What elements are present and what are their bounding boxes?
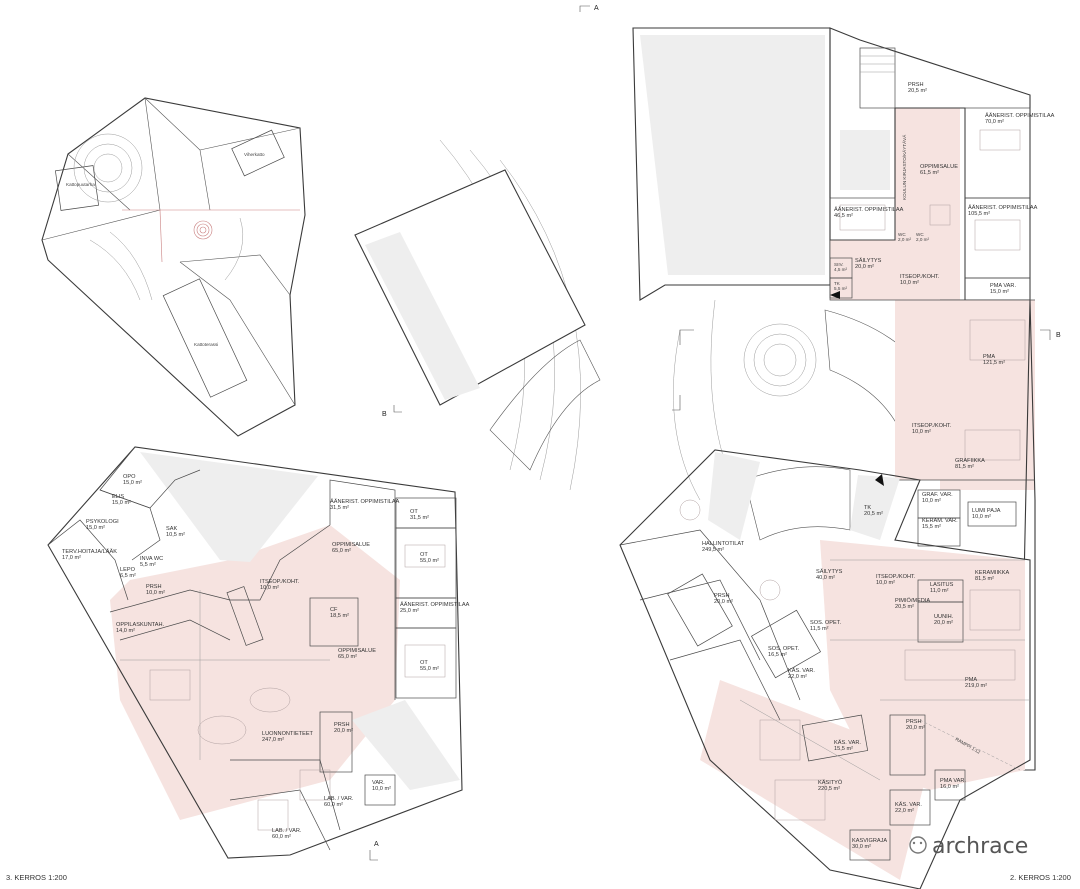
room-label: KÄS. VAR.22,0 m² bbox=[788, 667, 815, 680]
roof-label-2: Viherkatto bbox=[244, 152, 265, 157]
section-b-right: B bbox=[1056, 332, 1061, 339]
caption-floor2: 2. KERROS 1:200 bbox=[1010, 873, 1071, 882]
room-label: SOS. OPET.16,5 m² bbox=[768, 646, 800, 658]
floor3-plan bbox=[47, 446, 463, 859]
roof-plan: Kattopuutarha Viherkatto Kattoterassi bbox=[41, 97, 306, 437]
room-label: SIIV.4,5 m² bbox=[834, 262, 847, 272]
section-a-top: A bbox=[594, 5, 599, 12]
room-label: ITSEOP./KOHT.10,0 m² bbox=[900, 274, 940, 286]
floor2-plan bbox=[354, 27, 1036, 889]
room-label: LAB. / VAR.60,0 m² bbox=[324, 796, 354, 808]
watermark: archrace bbox=[909, 834, 1028, 859]
caption-floor3: 3. KERROS 1:200 bbox=[6, 873, 67, 882]
room-label: KÄS. VAR.22,0 m² bbox=[895, 801, 922, 814]
room-label: PMA VAR.15,0 m² bbox=[990, 283, 1016, 295]
room-label: GRAF. VAR.10,0 m² bbox=[922, 492, 953, 504]
roof-label-3: Kattoterassi bbox=[194, 342, 218, 347]
room-label: KÄS. VAR.15,5 m² bbox=[834, 739, 861, 752]
room-label-vertical: KOULUN KIRJASTO/KÄYTÄVÄ bbox=[901, 134, 907, 200]
section-b-left: B bbox=[382, 411, 387, 418]
room-label: ITSEOP./KOHT.10,0 m² bbox=[260, 579, 300, 591]
roof-label-1: Kattopuutarha bbox=[66, 182, 95, 187]
room-label: UUNIH.20,0 m² bbox=[934, 614, 954, 626]
room-label: ITSEOP./KOHT.10,0 m² bbox=[912, 423, 952, 435]
room-label: KERAM. VAR.15,5 m² bbox=[922, 518, 958, 530]
room-label: ITSEOP./KOHT.10,0 m² bbox=[876, 574, 916, 586]
room-label: PMA VAR.16,0 m² bbox=[940, 778, 966, 790]
watermark-text: archrace bbox=[932, 834, 1028, 859]
room-label: OPPILASKUNTAH.14,0 m² bbox=[116, 622, 165, 634]
section-markers: A B B A bbox=[369, 5, 1061, 861]
room-label: LAB. / VAR.60,0 m² bbox=[272, 828, 302, 840]
wechat-logo-icon bbox=[909, 836, 927, 854]
room-label: SOS. OPET.11,5 m² bbox=[810, 620, 842, 632]
room-label: VAR.10,0 m² bbox=[372, 780, 391, 792]
section-a-bottom: A bbox=[374, 841, 379, 848]
